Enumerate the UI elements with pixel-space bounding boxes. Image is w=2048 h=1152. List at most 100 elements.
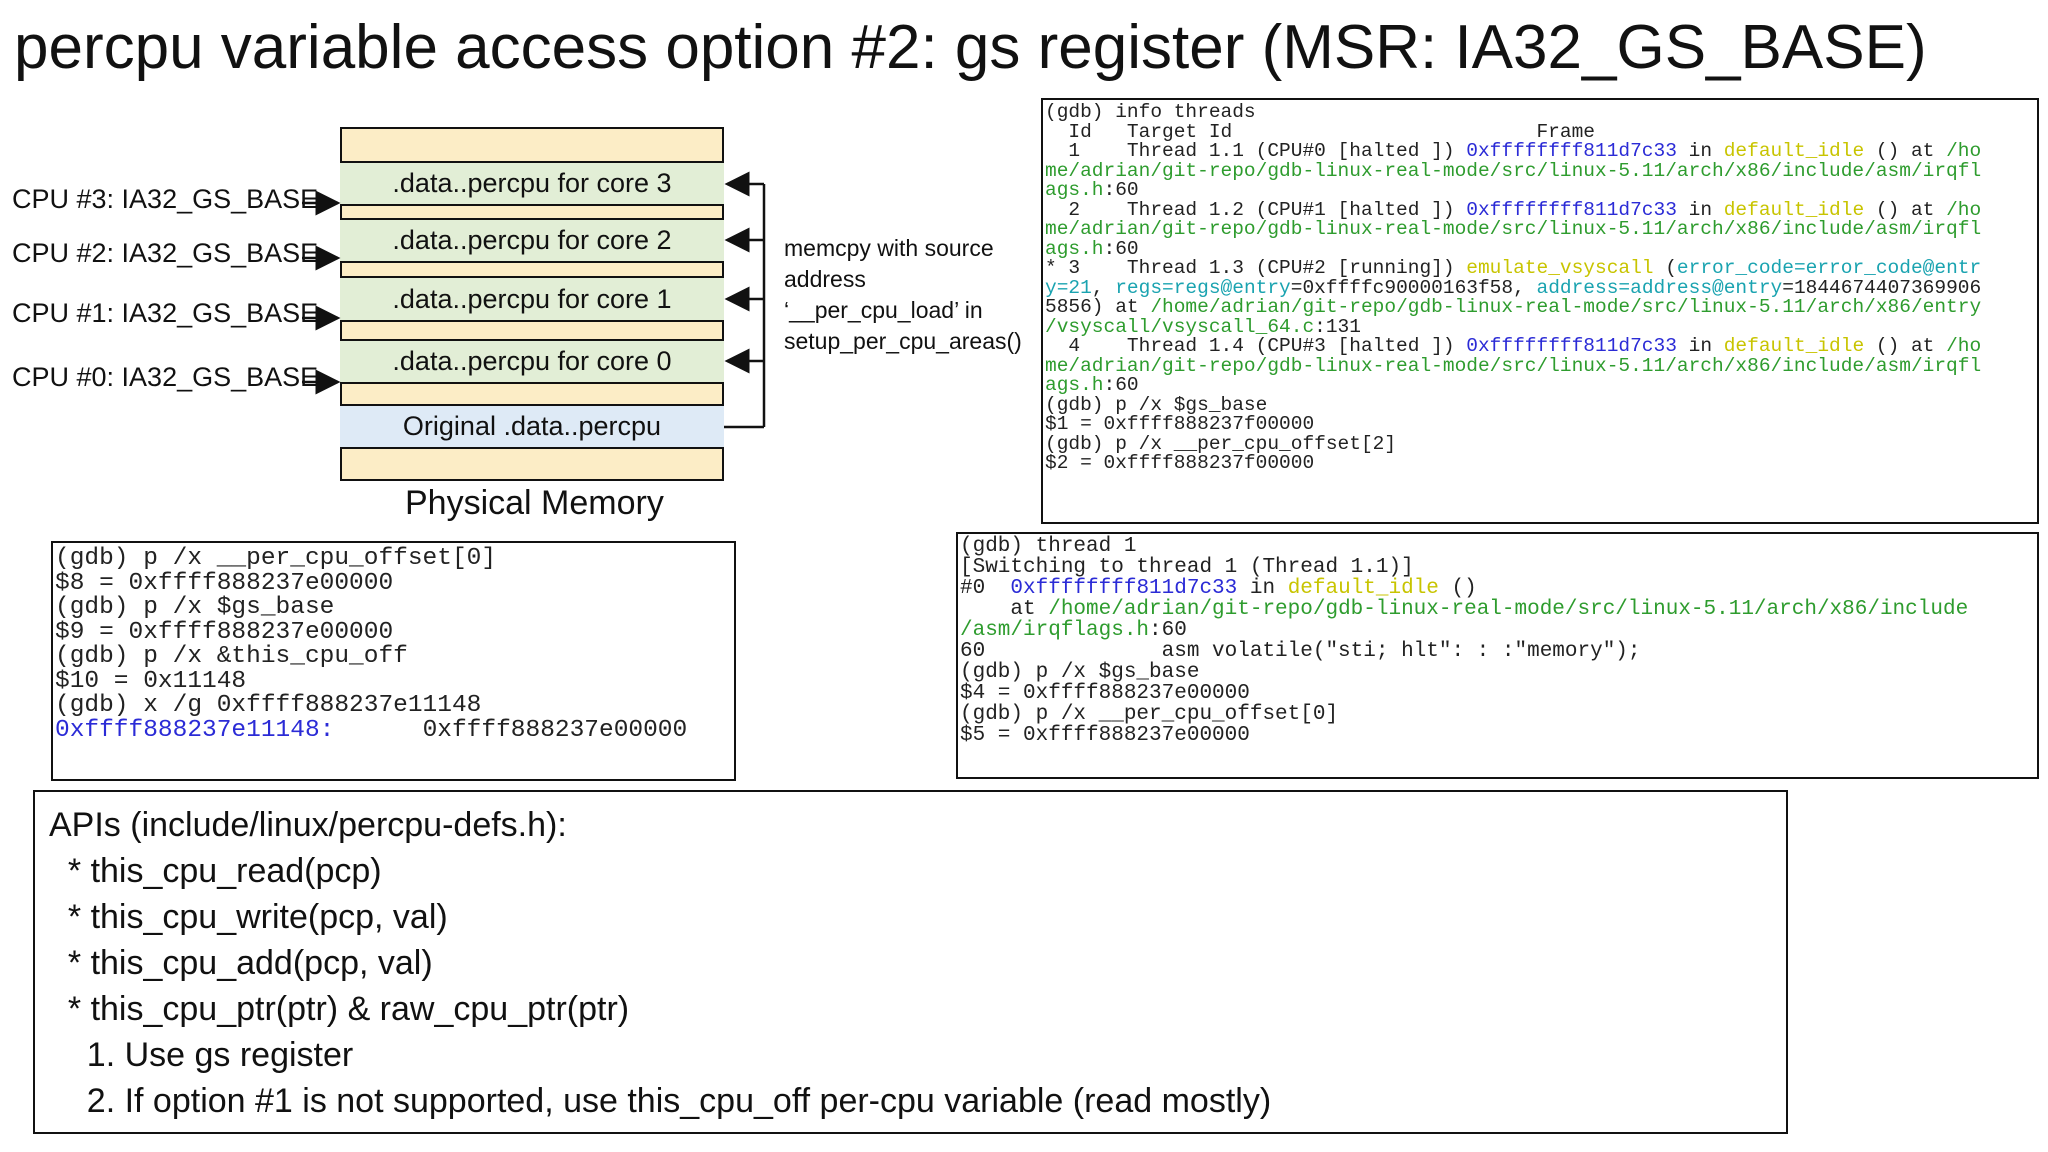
api-item: * this_cpu_write(pcp, val) bbox=[49, 898, 448, 936]
gdb-text: () at bbox=[1864, 335, 1947, 357]
gdb-line: (gdb) x /g 0xffff888237e11148 bbox=[55, 692, 482, 719]
gdb-text: () at bbox=[1864, 198, 1947, 221]
gdb-text: , bbox=[1091, 276, 1116, 299]
gdb-text: 0xffff888237e00000 bbox=[334, 716, 688, 744]
gdb-function: default_idle bbox=[1723, 140, 1865, 162]
memory-caption: Physical Memory bbox=[405, 484, 664, 522]
gdb-text: =1844674407369906 bbox=[1782, 276, 1982, 299]
gdb-address: 0xffffffff811d7c33 bbox=[1466, 198, 1677, 221]
gdb-argument: regs=regs@entry bbox=[1115, 276, 1291, 299]
cpu-0-gs-base-label: CPU #0: IA32_GS_BASE bbox=[12, 362, 319, 392]
gdb-line: ags.h:60 bbox=[1045, 374, 2037, 396]
percpu-segment-label: .data..percpu for core 2 bbox=[392, 225, 672, 255]
percpu-segment-core-3: .data..percpu for core 3 bbox=[340, 161, 724, 206]
gdb-line: $4 = 0xffff888237e00000 bbox=[960, 682, 1250, 705]
gdb-argument: address=address@entry bbox=[1536, 276, 1783, 299]
gdb-text: () bbox=[1438, 577, 1477, 600]
gdb-function: default_idle bbox=[1287, 577, 1439, 600]
gdb-path: ags.h bbox=[1045, 179, 1104, 201]
gdb-line: $8 = 0xffff888237e00000 bbox=[55, 569, 394, 597]
gdb-text: in bbox=[1676, 140, 1724, 162]
gdb-text: #0 bbox=[960, 577, 1011, 600]
gdb-path: /asm/irqflags.h bbox=[960, 619, 1150, 642]
gdb-text: () at bbox=[1864, 140, 1947, 162]
gdb-line: $5 = 0xffff888237e00000 bbox=[960, 724, 1250, 747]
gdb-path: /home/adrian/git-repo/gdb-linux-real-mod… bbox=[1150, 296, 1982, 318]
gdb-line: /vsyscall/vsyscall_64.c:131 bbox=[1045, 315, 2037, 338]
gdb-line: #0 0xffffffff811d7c33 in default_idle () bbox=[960, 577, 2037, 600]
percpu-segment-label: .data..percpu for core 3 bbox=[392, 168, 672, 198]
gdb-thread-1-output: (gdb) thread 1[Switching to thread 1 (Th… bbox=[956, 532, 2039, 779]
percpu-segment-label: Original .data..percpu bbox=[402, 411, 662, 441]
gdb-address: 0xffff888237e11148: bbox=[55, 716, 335, 744]
percpu-segment-core-1: .data..percpu for core 1 bbox=[340, 276, 724, 322]
gdb-line: at /home/adrian/git-repo/gdb-linux-real-… bbox=[960, 598, 2037, 621]
gdb-path-line: me/adrian/git-repo/gdb-linux-real-mode/s… bbox=[1045, 354, 1982, 377]
gdb-line: (gdb) p /x __per_cpu_offset[0] bbox=[55, 545, 497, 572]
gdb-line: ags.h:60 bbox=[1045, 179, 2037, 201]
gdb-text: 5856) at bbox=[1045, 296, 1151, 318]
gdb-line: (gdb) info threads bbox=[1045, 101, 1256, 123]
gdb-text: in bbox=[1237, 577, 1288, 600]
apis-box: APIs (include/linux/percpu-defs.h): * th… bbox=[33, 790, 1788, 1134]
gdb-address: 0xffffffff811d7c33 bbox=[1466, 140, 1677, 162]
gdb-function: emulate_vsyscall bbox=[1466, 257, 1654, 279]
gdb-line: (gdb) p /x $gs_base bbox=[960, 661, 1200, 684]
gdb-line: * 3 Thread 1.3 (CPU#2 [running]) emulate… bbox=[1045, 257, 2037, 279]
gdb-line: 4 Thread 1.4 (CPU#3 [halted ]) 0xfffffff… bbox=[1045, 335, 2037, 357]
gdb-line: Id Target Id Frame bbox=[1045, 120, 1595, 143]
gdb-path: /ho bbox=[1946, 140, 1982, 162]
gdb-info-threads-output: (gdb) info threads Id Target Id Frame 1 … bbox=[1041, 98, 2039, 524]
gdb-line: 60 asm volatile("sti; hlt": : :"memory")… bbox=[960, 640, 1641, 663]
gdb-path-line: me/adrian/git-repo/gdb-linux-real-mode/s… bbox=[1045, 159, 1982, 182]
cpu-1-gs-base-label: CPU #1: IA32_GS_BASE bbox=[12, 298, 319, 328]
api-item: * this_cpu_ptr(ptr) & raw_cpu_ptr(ptr) bbox=[49, 990, 630, 1028]
gdb-line: $10 = 0x11148 bbox=[55, 667, 247, 695]
gdb-text: ( bbox=[1653, 257, 1677, 279]
gdb-line: (gdb) p /x &this_cpu_off bbox=[55, 643, 408, 670]
gdb-line: (gdb) p /x __per_cpu_offset[0] bbox=[960, 703, 1339, 726]
gdb-path-line: me/adrian/git-repo/gdb-linux-real-mode/s… bbox=[1045, 218, 1982, 240]
gdb-path: ags.h bbox=[1045, 237, 1104, 260]
gdb-text: 4 Thread 1.4 (CPU#3 [halted ]) bbox=[1045, 335, 1467, 357]
gdb-line: (gdb) p /x $gs_base bbox=[1045, 393, 1268, 416]
gdb-line: /asm/irqflags.h:60 bbox=[960, 619, 2037, 642]
gdb-text: :60 bbox=[1149, 619, 1187, 642]
percpu-segment-label: .data..percpu for core 0 bbox=[392, 346, 672, 376]
gdb-line: $9 = 0xffff888237e00000 bbox=[55, 618, 394, 646]
percpu-segment-core-2: .data..percpu for core 2 bbox=[340, 218, 724, 263]
cpu-3-gs-base-label: CPU #3: IA32_GS_BASE bbox=[12, 184, 319, 214]
gdb-text: 2 Thread 1.2 (CPU#1 [halted ]) bbox=[1045, 198, 1467, 221]
gdb-text: in bbox=[1676, 198, 1724, 221]
gdb-argument: error_code=error_code@entr bbox=[1676, 257, 1982, 279]
gdb-address: 0xffffffff811d7c33 bbox=[1466, 335, 1677, 357]
gdb-line: y=21, regs=regs@entry=0xffffc90000163f58… bbox=[1045, 276, 2037, 299]
gdb-function: default_idle bbox=[1723, 335, 1865, 357]
gdb-function: default_idle bbox=[1723, 198, 1865, 221]
gdb-line: 5856) at /home/adrian/git-repo/gdb-linux… bbox=[1045, 296, 2037, 318]
gdb-text: :60 bbox=[1103, 179, 1139, 201]
gdb-line: 0xffff888237e11148: 0xffff888237e00000 bbox=[55, 716, 734, 744]
gdb-text: 1 Thread 1.1 (CPU#0 [halted ]) bbox=[1045, 140, 1467, 162]
gdb-percpu-offset-output: (gdb) p /x __per_cpu_offset[0]$8 = 0xfff… bbox=[51, 541, 736, 781]
gdb-path: /ho bbox=[1946, 198, 1982, 221]
gdb-argument: y=21 bbox=[1045, 276, 1092, 299]
percpu-segment-core-0: .data..percpu for core 0 bbox=[340, 339, 724, 384]
slide-title: percpu variable access option #2: gs reg… bbox=[14, 13, 1927, 82]
gdb-line: (gdb) thread 1 bbox=[960, 535, 1137, 558]
gdb-line: (gdb) p /x $gs_base bbox=[55, 594, 335, 621]
memcpy-note: memcpy with source address ‘__per_cpu_lo… bbox=[784, 235, 1022, 354]
original-percpu-segment: Original .data..percpu bbox=[340, 404, 724, 449]
gdb-address: 0xffffffff811d7c33 bbox=[1010, 577, 1238, 600]
gdb-text: in bbox=[1676, 335, 1724, 357]
gdb-text: * 3 Thread 1.3 (CPU#2 [running]) bbox=[1045, 257, 1467, 279]
gdb-text: :60 bbox=[1103, 237, 1139, 260]
gdb-text: :131 bbox=[1314, 315, 1361, 338]
gdb-line: 1 Thread 1.1 (CPU#0 [halted ]) 0xfffffff… bbox=[1045, 140, 2037, 162]
gdb-path: ags.h bbox=[1045, 374, 1104, 396]
cpu-2-gs-base-label: CPU #2: IA32_GS_BASE bbox=[12, 238, 319, 268]
gdb-line: $2 = 0xffff888237f00000 bbox=[1045, 452, 1315, 474]
gdb-line: 2 Thread 1.2 (CPU#1 [halted ]) 0xfffffff… bbox=[1045, 198, 2037, 221]
gdb-path: /home/adrian/git-repo/gdb-linux-real-mod… bbox=[1048, 598, 1969, 621]
gdb-text: at bbox=[960, 598, 1049, 621]
